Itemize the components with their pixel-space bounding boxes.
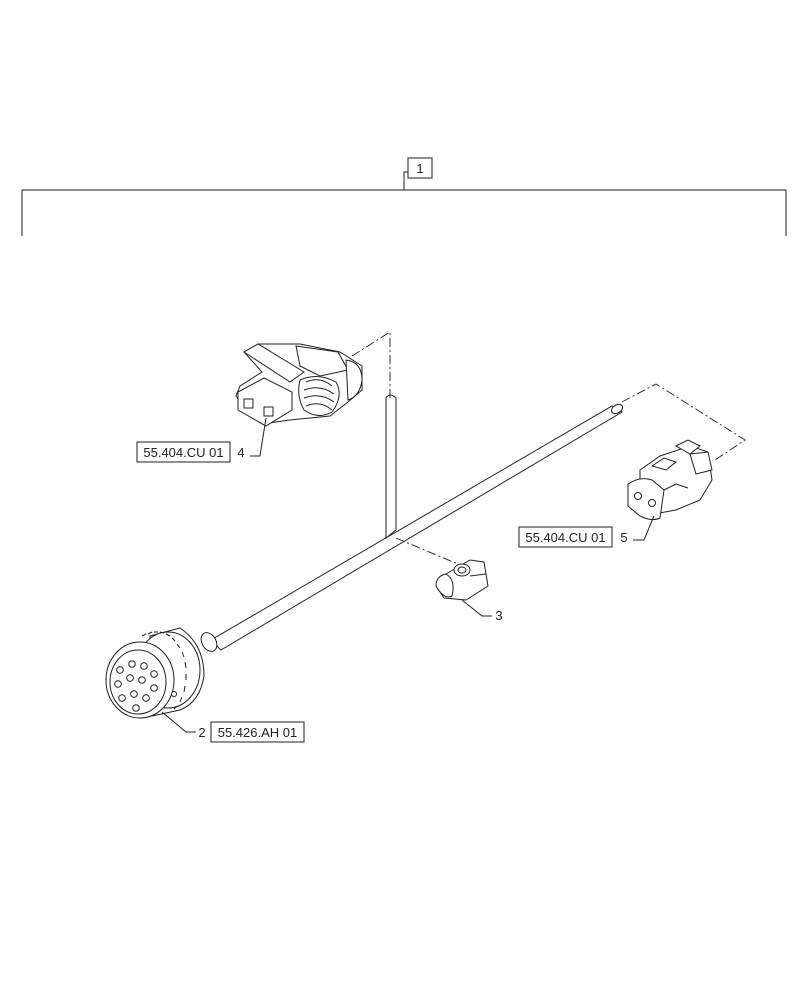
item-number-5: 5 [620, 530, 627, 545]
assembly-item-box [407, 157, 433, 179]
assembly-item-number: 1 [416, 161, 423, 176]
connector-4-graphic [235, 343, 363, 427]
assembly-bracket: 1 [21, 157, 787, 236]
leader-line-3 [461, 599, 492, 617]
callout-3: 3 [461, 599, 503, 623]
ref-text-connector-2: 55.426.AH 01 [218, 725, 298, 740]
leader-line-4 [250, 417, 267, 457]
leader-line-5 [633, 515, 655, 541]
harness-cable [200, 394, 624, 652]
clip-3-graphic [435, 559, 489, 601]
item-number-4: 4 [237, 445, 244, 460]
callout-4: 55.404.CU 01 4 [136, 417, 267, 463]
callout-5: 55.404.CU 01 5 [518, 515, 655, 548]
ref-link-55-404-cu-01-b[interactable] [518, 526, 613, 548]
ref-link-55-404-cu-01-a[interactable] [136, 441, 231, 463]
connector-2-graphic [105, 627, 205, 719]
callout-2: 2 55.426.AH 01 [161, 711, 305, 743]
leader-line-2 [161, 711, 196, 733]
item-number-3: 3 [495, 608, 502, 623]
item-number-2: 2 [198, 725, 205, 740]
connector-5-graphic [627, 439, 713, 521]
ref-text-connector-5: 55.404.CU 01 [525, 530, 605, 545]
ref-link-55-426-ah-01[interactable] [210, 721, 305, 743]
ref-text-connector-4: 55.404.CU 01 [143, 445, 223, 460]
